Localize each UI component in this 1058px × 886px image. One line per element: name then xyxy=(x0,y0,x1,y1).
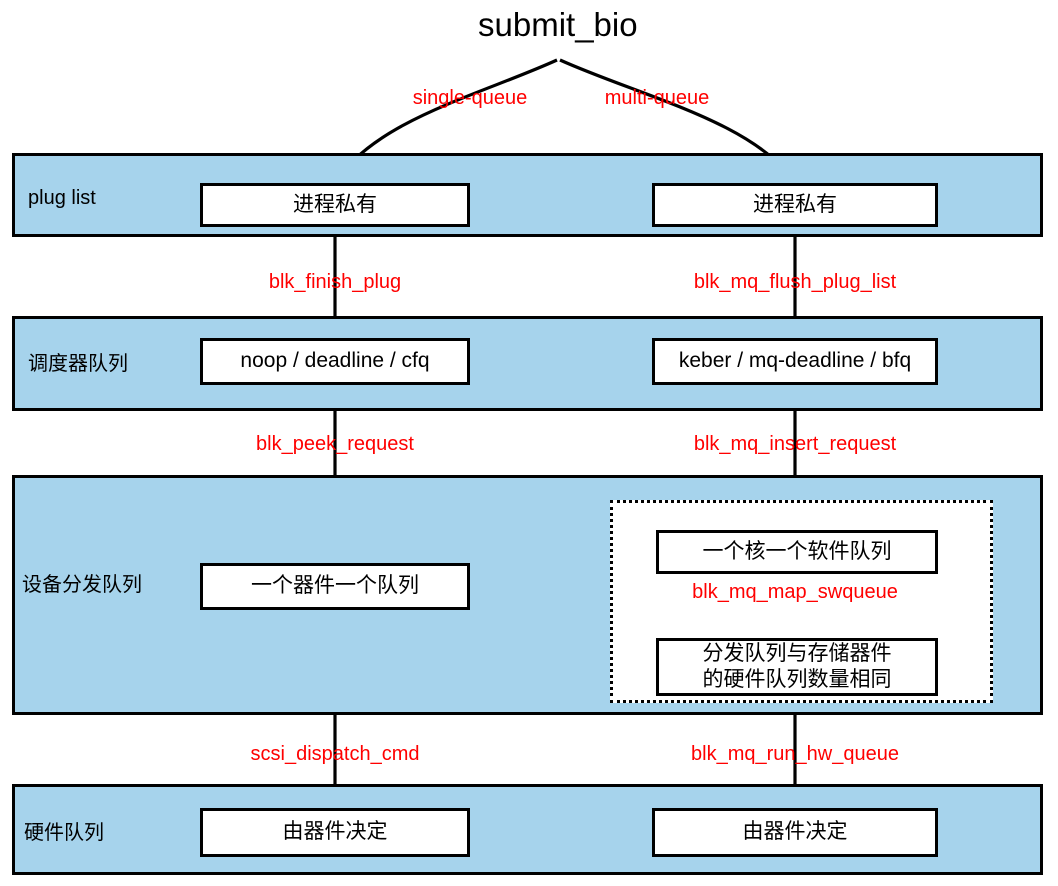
band-label-plug-list: plug list xyxy=(28,187,96,209)
edge-label-blk-peek-request: blk_peek_request xyxy=(256,433,414,455)
node-software-queue[interactable]: 一个核一个软件队列 xyxy=(656,530,938,574)
edge-label-blk-mq-run-hw-queue: blk_mq_run_hw_queue xyxy=(691,743,899,765)
edge-label-blk-mq-flush-plug-list: blk_mq_flush_plug_list xyxy=(693,271,897,293)
edge-label-scsi-dispatch-cmd: scsi_dispatch_cmd xyxy=(250,743,420,765)
node-scheduler-right[interactable]: keber / mq-deadline / bfq xyxy=(652,338,938,385)
node-hardware-left[interactable]: 由器件决定 xyxy=(200,808,470,857)
node-hardware-queue-count[interactable]: 分发队列与存储器件 的硬件队列数量相同 xyxy=(656,638,938,696)
band-label-hardware-queue: 硬件队列 xyxy=(24,822,104,844)
page-title: submit_bio xyxy=(478,6,638,43)
node-scheduler-left[interactable]: noop / deadline / cfq xyxy=(200,338,470,385)
edge-label-blk-mq-map-swqueue: blk_mq_map_swqueue xyxy=(692,581,898,603)
node-hardware-right[interactable]: 由器件决定 xyxy=(652,808,938,857)
band-label-scheduler-queue: 调度器队列 xyxy=(28,353,128,375)
edge-label-blk-mq-insert-request: blk_mq_insert_request xyxy=(693,433,897,455)
branch-label-single-queue: single-queue xyxy=(412,87,528,109)
node-dispatch-left[interactable]: 一个器件一个队列 xyxy=(200,563,470,610)
edge-label-blk-finish-plug: blk_finish_plug xyxy=(268,271,402,293)
node-plug-left[interactable]: 进程私有 xyxy=(200,183,470,227)
node-plug-right[interactable]: 进程私有 xyxy=(652,183,938,227)
band-label-device-dispatch-queue: 设备分发队列 xyxy=(22,574,142,596)
branch-label-multi-queue: multi-queue xyxy=(604,87,710,109)
